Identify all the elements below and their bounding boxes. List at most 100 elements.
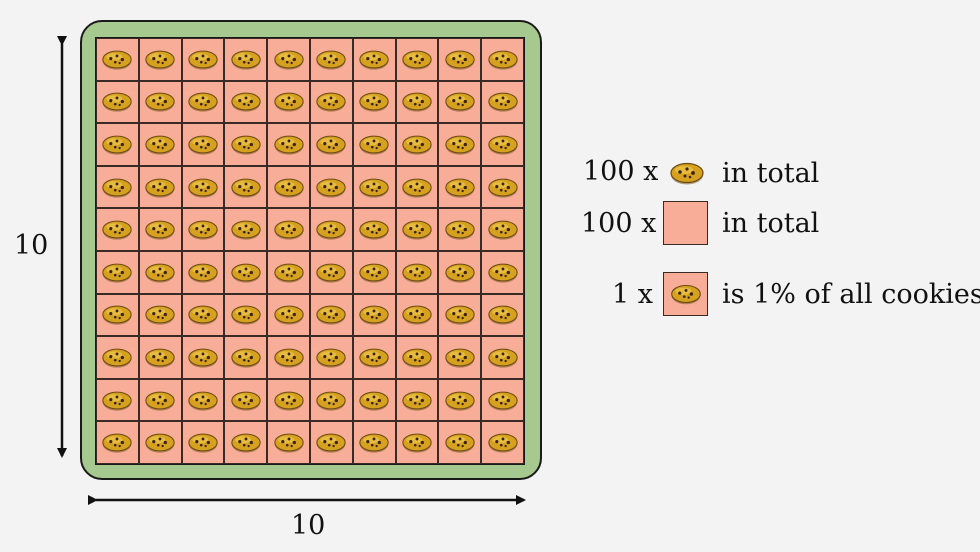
cookie-icon	[100, 218, 134, 241]
cookie-icon	[229, 48, 263, 71]
cookie-icon	[357, 303, 391, 326]
cookie-icon	[143, 431, 177, 454]
cookie-icon	[100, 90, 134, 113]
cookie-icon	[229, 303, 263, 326]
cookie-icon	[486, 346, 520, 369]
grid-cell	[438, 250, 482, 294]
cookie-icon	[143, 261, 177, 284]
grid-cell	[96, 208, 139, 251]
grid-cell	[96, 80, 139, 124]
grid-cell	[224, 123, 268, 166]
grid-cell	[224, 421, 268, 464]
grid-cell	[138, 421, 182, 464]
grid-cell	[352, 80, 396, 124]
grid-cell	[96, 165, 139, 209]
cookie-icon	[186, 261, 220, 284]
grid-cell	[438, 80, 482, 124]
grid-cell	[181, 38, 225, 81]
grid-cell	[138, 38, 182, 81]
cookie-icon	[143, 218, 177, 241]
cookie-icon	[272, 90, 306, 113]
cookie-icon	[100, 261, 134, 284]
cookie-icon	[314, 303, 348, 326]
grid-cell	[438, 165, 482, 209]
cookie-icon	[100, 303, 134, 326]
grid-cell	[138, 80, 182, 124]
cookie-icon	[100, 431, 134, 454]
cookie-icon	[357, 176, 391, 199]
cookie-icon	[100, 48, 134, 71]
grid-cell	[481, 38, 524, 81]
cookie-icon	[314, 90, 348, 113]
grid-cell	[438, 38, 482, 81]
grid-cell	[224, 293, 268, 337]
grid-cell	[181, 250, 225, 294]
cookie-icon	[400, 48, 434, 71]
grid-cell	[309, 250, 353, 294]
grid-cell	[267, 378, 310, 422]
cookie-icon	[272, 133, 306, 156]
grid-cell	[96, 378, 139, 422]
cookie-icon	[357, 48, 391, 71]
grid-cell	[224, 38, 268, 81]
grid-cell	[267, 38, 310, 81]
grid-cell	[395, 123, 439, 166]
cookie-icon	[143, 176, 177, 199]
grid-cell	[395, 293, 439, 337]
grid-cell	[481, 123, 524, 166]
grid-cell	[352, 165, 396, 209]
cookie-icon	[229, 176, 263, 199]
cookie-icon	[314, 218, 348, 241]
cookie-icon	[357, 261, 391, 284]
grid-cell	[267, 421, 310, 464]
cookie-icon	[443, 346, 477, 369]
cookie-icon	[486, 218, 520, 241]
grid-cell	[309, 80, 353, 124]
grid-cell	[438, 378, 482, 422]
grid-cell	[96, 336, 139, 379]
grid-cell	[309, 123, 353, 166]
cookie-icon	[443, 218, 477, 241]
grid-cell	[138, 336, 182, 379]
side-dimension-label: 10	[14, 230, 49, 261]
cookie-icon	[486, 431, 520, 454]
grid-cell	[138, 378, 182, 422]
cookie-icon	[357, 133, 391, 156]
grid-cell	[309, 378, 353, 422]
cookie-icon	[229, 431, 263, 454]
cookie-icon	[272, 261, 306, 284]
cookie-icon	[357, 389, 391, 412]
cookie-icon	[443, 176, 477, 199]
cookie-icon	[314, 133, 348, 156]
cookie-icon	[186, 176, 220, 199]
cookie-icon	[443, 303, 477, 326]
cookie-icon	[486, 48, 520, 71]
grid-cell	[181, 208, 225, 251]
cookie-icon	[357, 346, 391, 369]
cookie-icon	[357, 431, 391, 454]
grid-cell	[395, 38, 439, 81]
legend-row3-text: is 1% of all cookies	[722, 279, 980, 310]
grid-cell	[96, 250, 139, 294]
grid-cell	[438, 336, 482, 379]
grid-cell	[438, 421, 482, 464]
cookie-icon	[400, 90, 434, 113]
grid-cell	[96, 293, 139, 337]
cookie-icon	[400, 218, 434, 241]
cookie-icon	[143, 303, 177, 326]
grid-cell	[438, 208, 482, 251]
cookie-icon	[314, 346, 348, 369]
legend-row2-count: 100 x	[581, 208, 657, 239]
grid-cell	[224, 378, 268, 422]
legend-row3-square-with-cookie	[663, 272, 708, 316]
grid-cell	[138, 250, 182, 294]
cookie-icon	[143, 389, 177, 412]
cookie-icon	[443, 90, 477, 113]
grid-cell	[395, 165, 439, 209]
grid-cell	[181, 293, 225, 337]
grid-cell	[267, 336, 310, 379]
grid-cell	[309, 208, 353, 251]
cookie-icon	[229, 90, 263, 113]
cookie-grid	[95, 37, 525, 465]
grid-cell	[224, 80, 268, 124]
